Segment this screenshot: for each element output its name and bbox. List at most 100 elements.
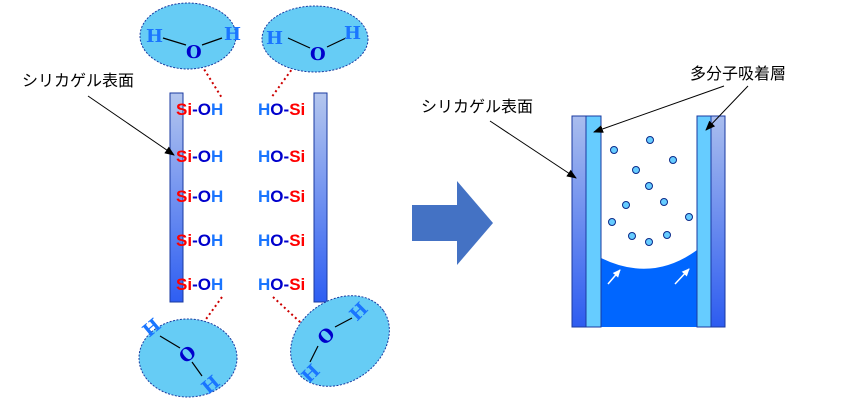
si-atom: Si (176, 275, 192, 294)
oxygen-atom: O (270, 147, 283, 166)
capillary-arrow-right (674, 268, 690, 285)
silanol-group-left-1: Si-OH (176, 100, 223, 119)
water-molecule-3: H O H (138, 315, 238, 399)
hydrogen-atom: H (211, 100, 223, 119)
hydrogen-bond-top-left (198, 60, 223, 99)
multilayer-pointer-right (705, 85, 749, 131)
oxygen-atom: O (270, 100, 283, 119)
silanol-group-right-3: HO-Si (258, 187, 305, 206)
vapor-molecule (610, 146, 618, 154)
hydrogen-atom: H (258, 231, 270, 250)
silanol-group-right-2: HO-Si (258, 147, 305, 166)
silica-surface-bar-right (313, 92, 328, 303)
capillary-liquid (601, 250, 697, 327)
oxygen-atom: O (270, 187, 283, 206)
bond-dash: - (284, 147, 290, 166)
svg-text:Si-OH: Si-OH (176, 187, 223, 206)
silica-surface-pointer-right (489, 120, 577, 179)
si-atom: Si (289, 187, 305, 206)
capillary-arrow-left (607, 269, 621, 285)
bond-dash: - (192, 275, 198, 294)
multilayer-pointer-left (593, 85, 725, 133)
si-atom: Si (176, 147, 192, 166)
oxygen-atom: O (186, 42, 202, 63)
hydrogen-atom: H (146, 26, 163, 47)
hydrogen-atom: H (258, 100, 270, 119)
bond-dash: - (284, 187, 290, 206)
svg-text:HO-Si: HO-Si (258, 100, 305, 119)
pore-wall-left (571, 115, 587, 328)
vapor-molecule (660, 198, 668, 206)
water-molecule-4: H O H (290, 295, 390, 387)
hydrogen-atom: H (344, 23, 361, 44)
hydrogen-atom: H (211, 275, 223, 294)
vapor-molecule (622, 201, 630, 209)
bond-dash: - (192, 187, 198, 206)
transition-arrow (412, 181, 493, 265)
silica-surface-label-right: シリカゲル表面 (421, 97, 533, 116)
bond-dash: - (192, 147, 198, 166)
hydrogen-atom: H (224, 24, 241, 45)
oxygen-atom: O (198, 147, 211, 166)
bond-dash: - (284, 100, 290, 119)
bond-dash: - (284, 275, 290, 294)
hydrogen-atom: H (266, 28, 283, 49)
vapor-molecule (663, 231, 671, 239)
svg-text:HO-Si: HO-Si (258, 275, 305, 294)
bond-dash: - (192, 231, 198, 250)
adsorbed-layer-left (585, 115, 602, 328)
silanol-group-left-4: Si-OH (176, 231, 223, 250)
si-atom: Si (289, 147, 305, 166)
hydrogen-atom: H (211, 147, 223, 166)
vapor-molecule (645, 182, 653, 190)
si-atom: Si (176, 231, 192, 250)
water-molecule-1: H O H (139, 2, 241, 70)
hydrogen-atom: H (258, 187, 270, 206)
oxygen-atom: O (198, 275, 211, 294)
svg-text:HO-Si: HO-Si (258, 187, 305, 206)
hydrogen-atom: H (211, 231, 223, 250)
water-molecule-2: H O H (261, 5, 369, 73)
vapor-molecule (669, 156, 677, 164)
vapor-molecule (685, 213, 693, 221)
hydrogen-atom: H (258, 275, 270, 294)
silica-surface-pointer-left (87, 95, 175, 156)
vapor-molecule (608, 218, 616, 226)
silanol-group-right-1: HO-Si (258, 100, 305, 119)
silica-surface-label-left: シリカゲル表面 (22, 71, 134, 90)
si-atom: Si (289, 100, 305, 119)
silica-surface-bar-left (169, 92, 184, 303)
oxygen-atom: O (198, 231, 211, 250)
silanol-group-right-4: HO-Si (258, 231, 305, 250)
oxygen-atom: O (198, 187, 211, 206)
vapor-molecule (646, 136, 654, 144)
vapor-molecule (628, 232, 636, 240)
bond-dash: - (284, 231, 290, 250)
si-atom: Si (176, 100, 192, 119)
svg-text:HO-Si: HO-Si (258, 231, 305, 250)
silanol-group-left-5: Si-OH (176, 275, 223, 294)
svg-text:Si-OH: Si-OH (176, 100, 223, 119)
pore-wall-right (710, 115, 726, 328)
multilayer-adsorption-label: 多分子吸着層 (690, 64, 786, 83)
oxygen-atom: O (310, 44, 326, 65)
hydrogen-atom: H (211, 187, 223, 206)
oxygen-atom: O (198, 100, 211, 119)
silanol-group-left-3: Si-OH (176, 187, 223, 206)
vapor-molecule (632, 166, 640, 174)
si-atom: Si (289, 231, 305, 250)
vapor-molecule (645, 238, 653, 246)
hydrogen-atom: H (258, 147, 270, 166)
silanol-group-left-2: Si-OH (176, 147, 223, 166)
svg-text:Si-OH: Si-OH (176, 231, 223, 250)
vapor-molecules (608, 136, 693, 246)
oxygen-atom: O (270, 275, 283, 294)
hydrogen-bond-top-right (270, 53, 304, 99)
svg-text:Si-OH: Si-OH (176, 275, 223, 294)
svg-text:Si-OH: Si-OH (176, 147, 223, 166)
silanol-group-right-5: HO-Si (258, 275, 305, 294)
bond-dash: - (192, 100, 198, 119)
si-atom: Si (176, 187, 192, 206)
adsorbed-layer-right (696, 115, 712, 328)
